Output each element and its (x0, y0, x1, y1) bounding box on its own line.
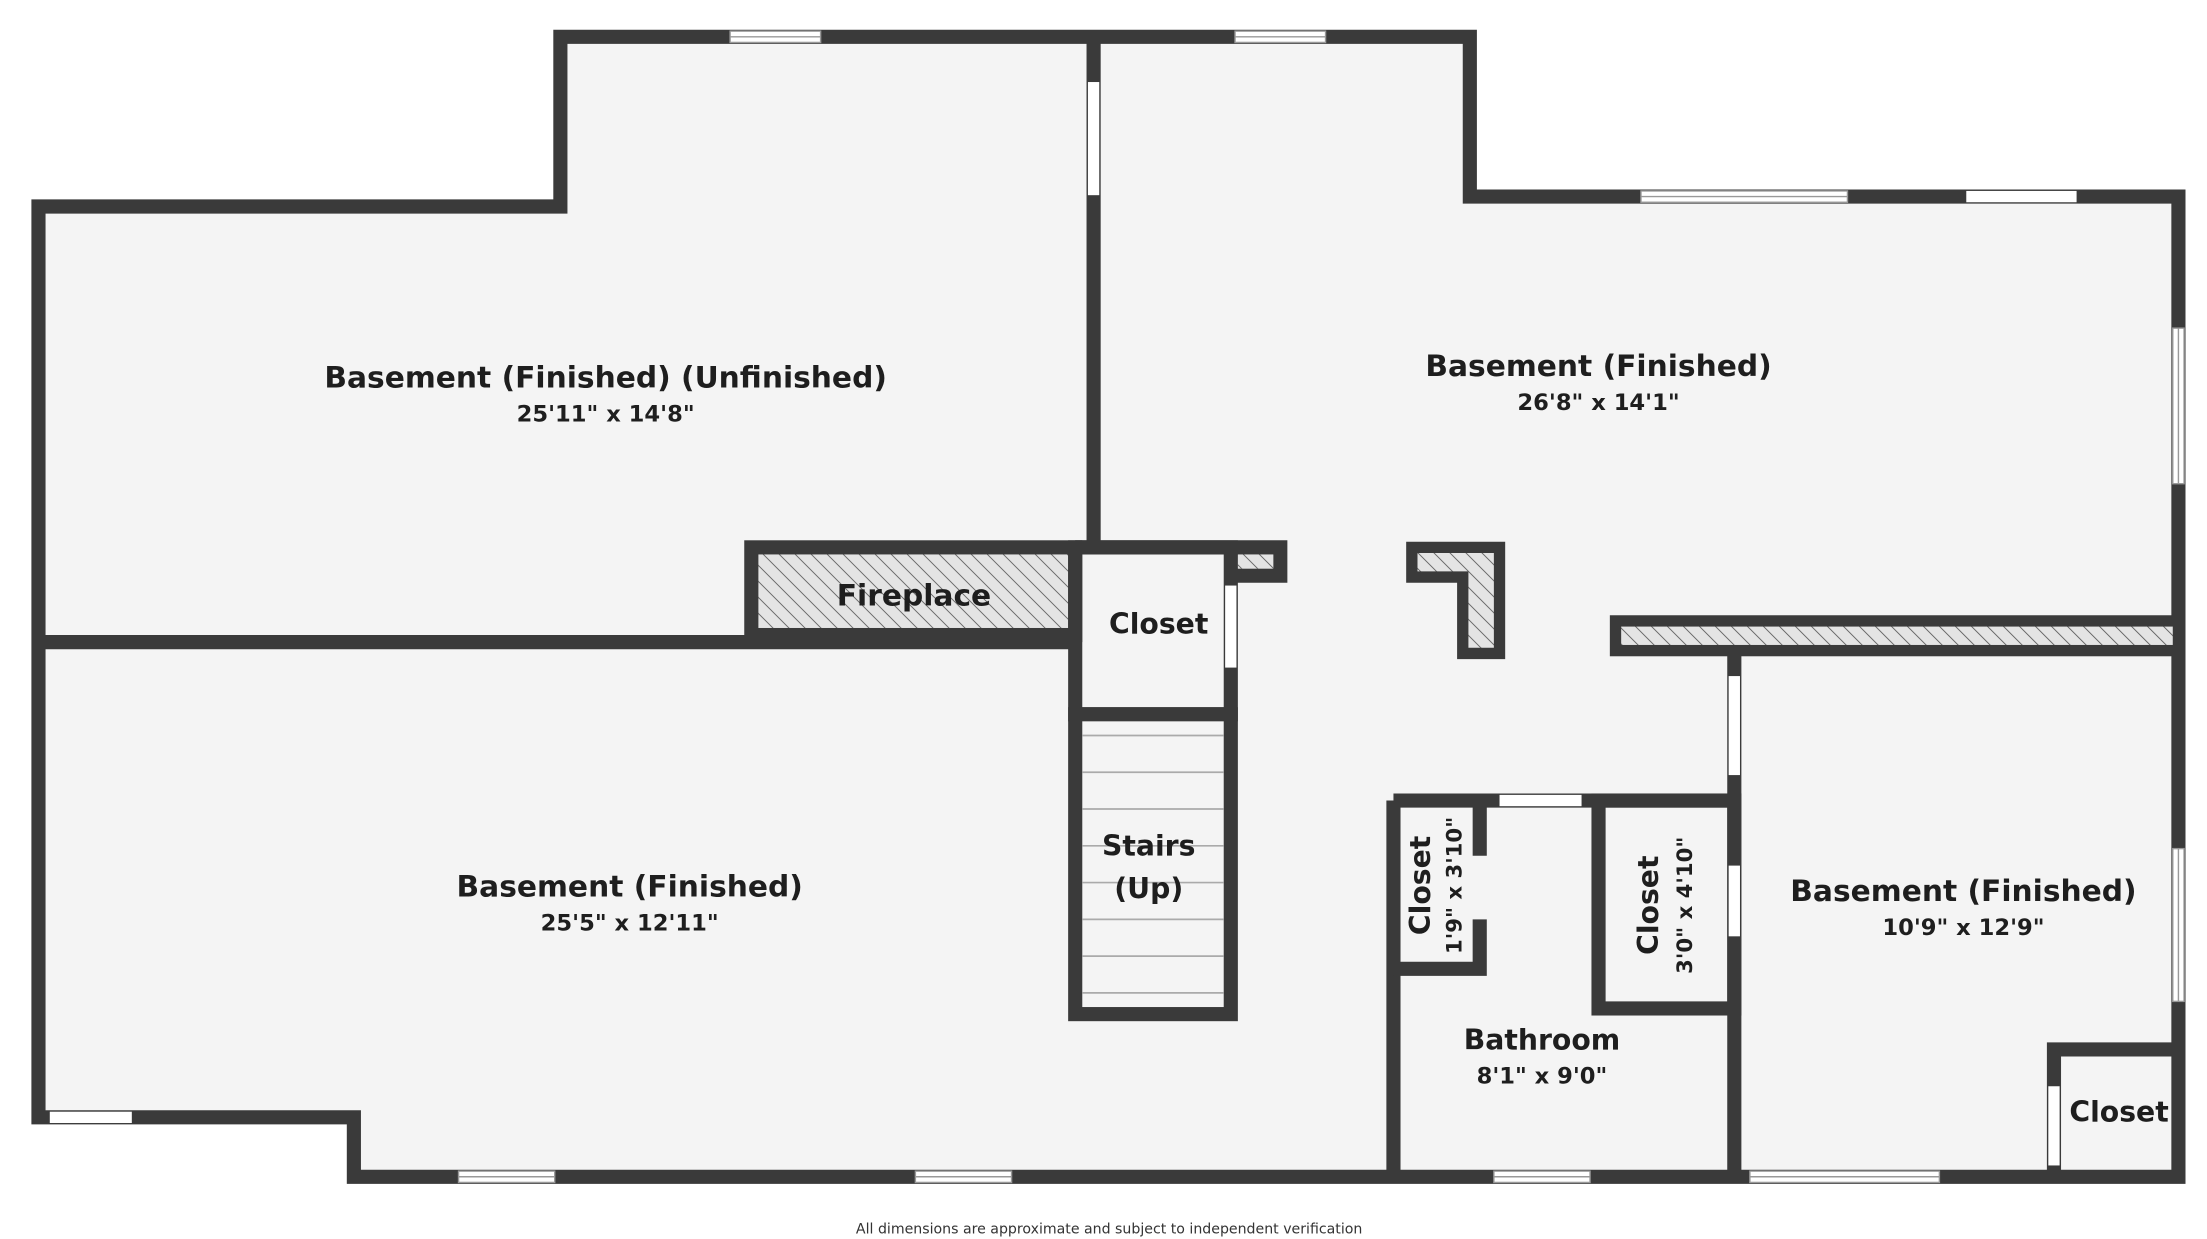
room-dimensions: 10'9" x 12'9" (1882, 915, 2044, 941)
windows (457, 30, 2185, 1184)
room-dimensions: 8'1" x 9'0" (1477, 1063, 1608, 1089)
exterior-wall (31, 29, 2186, 1184)
room-name: Basement (Finished) (1425, 349, 1771, 384)
doors (49, 82, 2077, 1166)
stairs (1068, 707, 1238, 1022)
floor-area (38, 36, 2179, 1177)
hatched-partition (1609, 615, 2185, 657)
interior-walls (38, 36, 2185, 1177)
closet-label: Closet (1109, 608, 1208, 641)
room-dimensions: 26'8" x 14'1" (1517, 390, 1679, 416)
closet-dimensions: 3'0" x 4'10" (1673, 837, 1698, 974)
stairs-direction: (Up) (1114, 872, 1183, 905)
room-name: Basement (Finished) (457, 870, 803, 905)
fireplace (744, 540, 1083, 643)
room-dimensions: 25'11" x 14'8" (517, 401, 695, 427)
closet-label: Closet (1404, 836, 1437, 935)
room-name: Basement (Finished) (1790, 874, 2136, 909)
room-dimensions: 25'5" x 12'11" (541, 911, 719, 937)
closet-label: Closet (1632, 856, 1665, 955)
disclaimer: All dimensions are approximate and subje… (856, 1221, 1362, 1237)
room-name: Bathroom (1464, 1023, 1620, 1056)
room-name: Basement (Finished) (Unfinished) (324, 361, 887, 396)
closet-dimensions: 1'9" x 3'10" (1442, 817, 1467, 954)
stairs-label: Stairs (1102, 830, 1195, 863)
fireplace-label: Fireplace (837, 578, 991, 613)
closet-label: Closet (2069, 1096, 2168, 1129)
